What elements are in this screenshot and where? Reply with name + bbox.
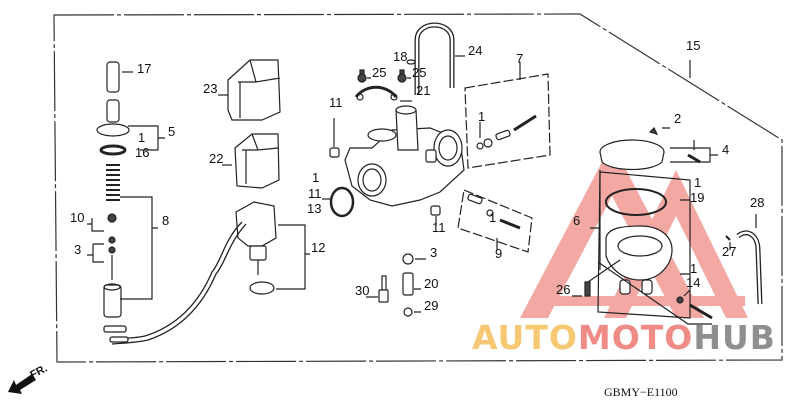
callout-c20: 20 (424, 276, 439, 291)
callout-c28: 28 (750, 195, 765, 210)
callout-c2: 2 (674, 111, 682, 126)
callout-c23: 23 (203, 81, 218, 96)
callout-c6: 6 (573, 213, 581, 228)
watermark-part-hub: HUB (693, 318, 776, 357)
callout-c12: 12 (311, 240, 326, 255)
callout-c10: 10 (70, 210, 85, 225)
carburetor-body-icon (344, 105, 465, 207)
callout-c26: 26 (556, 282, 571, 297)
watermark-text: AUTOMOTOHUB (472, 318, 776, 357)
callout-c17: 17 (137, 61, 152, 76)
callout-c4: 4 (722, 142, 730, 157)
watermark-part-moto: MOTO (577, 318, 694, 357)
callout-c7: 7 (516, 51, 524, 66)
callout-c13: 13 (307, 201, 322, 216)
frame-outline (53, 13, 783, 363)
callout-c14: 14 (686, 275, 701, 290)
jet-needle-holder-icon (96, 61, 130, 318)
callout-c27: 27 (722, 244, 737, 259)
screw-icon (357, 69, 407, 83)
callout-c25a: 25 (372, 65, 387, 80)
front-direction-arrow-icon (8, 374, 36, 394)
callout-c29: 29 (424, 298, 439, 313)
callout-c3b: 3 (430, 245, 438, 260)
cap-cover-icon (227, 59, 281, 189)
watermark-part-auto: AUTO (472, 318, 578, 357)
callout-c11a: 11 (329, 95, 343, 110)
callout-c15: 15 (686, 38, 701, 53)
callout-c19: 19 (690, 190, 705, 205)
float-chamber-icon (599, 126, 701, 171)
callout-c1d: 1 (489, 210, 497, 225)
callout-c5: 5 (168, 124, 176, 139)
callout-c21: 21 (416, 83, 431, 98)
callout-c16: 16 (135, 145, 150, 160)
callout-c11b: 11 (308, 186, 322, 201)
callout-c8: 8 (162, 213, 170, 228)
callout-c1f: 1 (690, 261, 698, 276)
callout-c3a: 3 (74, 242, 82, 257)
callout-c11c: 11 (432, 220, 446, 235)
callout-c9: 9 (495, 246, 503, 261)
callout-c1e: 1 (694, 175, 702, 190)
callout-c30: 30 (355, 283, 370, 298)
callout-c1a: 1 (138, 130, 146, 145)
callout-c1b: 1 (312, 170, 320, 185)
callout-c1c: 1 (478, 109, 486, 124)
callout-c25b: 25 (412, 65, 427, 80)
diagram-code: GBMY−E1100 (604, 385, 678, 399)
small-parts-icon (378, 253, 414, 317)
wire-harness-icon (103, 221, 247, 345)
solenoid-valve-icon (235, 201, 277, 295)
callout-c18: 18 (393, 49, 408, 64)
callout-c22: 22 (209, 151, 224, 166)
callout-c24: 24 (468, 43, 483, 58)
mixture-screw-kit-icon (476, 114, 537, 150)
